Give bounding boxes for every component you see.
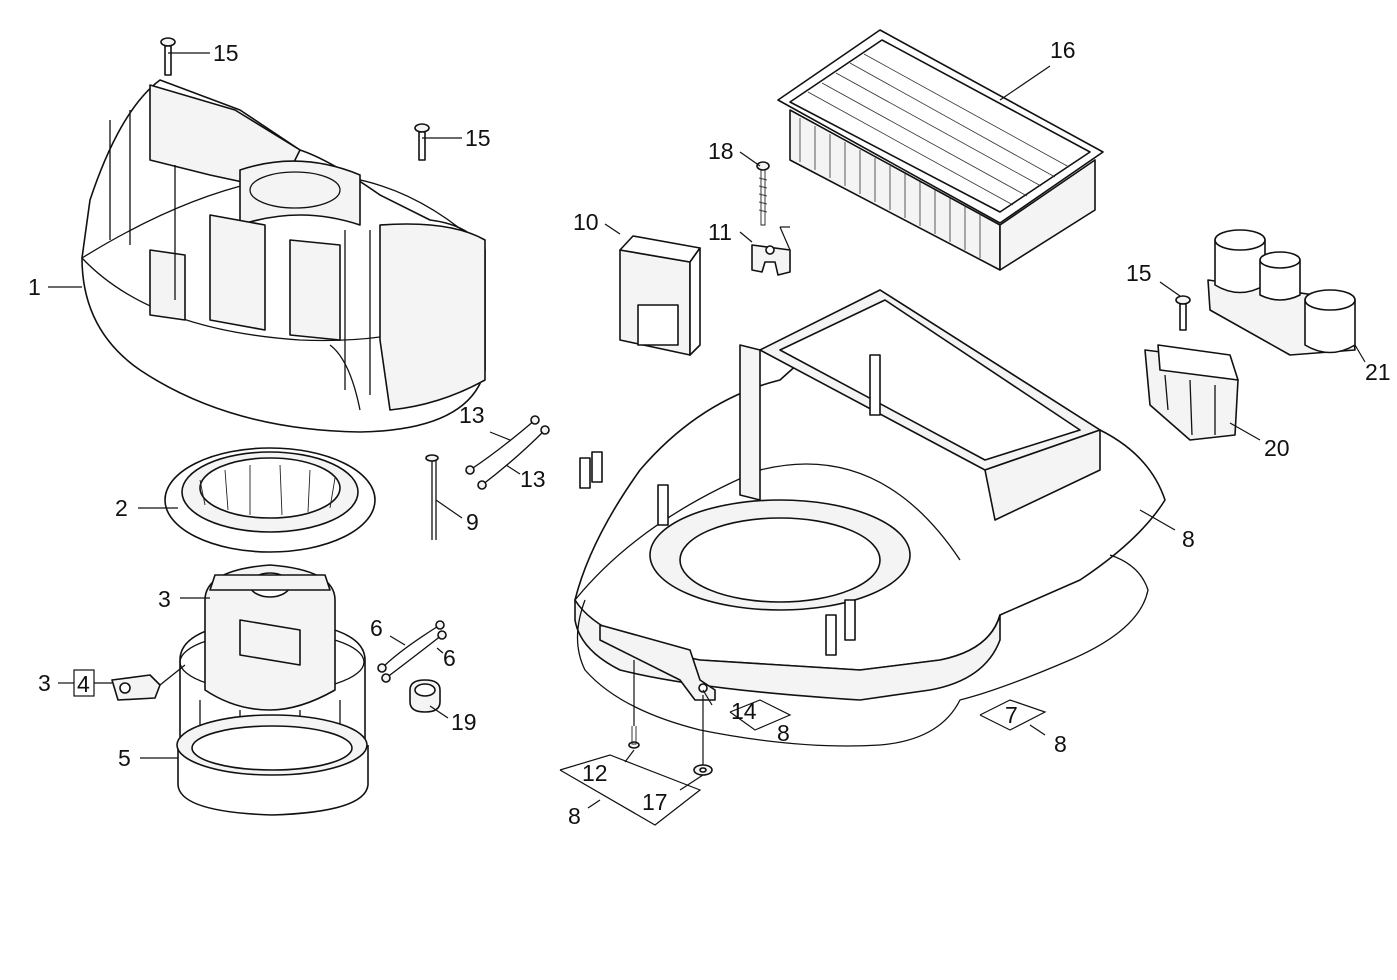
- callout-4: 4: [77, 671, 90, 697]
- part-10-electronics-module: [619, 235, 701, 356]
- part-15-screw-right: [1175, 295, 1191, 331]
- part-5-base-ring: [176, 714, 369, 816]
- part-12-screw: [628, 726, 640, 749]
- part-21-hose-holder: [1207, 229, 1356, 356]
- part-4-connector: [111, 664, 186, 701]
- callout-8-bracket: 8: [777, 720, 790, 746]
- callout-21: 21: [1365, 359, 1391, 385]
- callout-8-housing: 8: [1182, 526, 1195, 552]
- part-14-bracket: [599, 624, 716, 701]
- callout-20: 20: [1264, 435, 1290, 461]
- callout-5: 5: [118, 745, 131, 771]
- callout-2: 2: [115, 495, 128, 521]
- part-9-long-screw: [425, 454, 439, 540]
- part-19-grommet: [409, 679, 441, 713]
- callout-10: 10: [573, 209, 599, 235]
- part-8-container-housing: [574, 289, 1166, 701]
- callout-17: 17: [642, 789, 668, 815]
- part-7-gasket: [576, 554, 1149, 747]
- callout-15-right: 15: [1126, 260, 1152, 286]
- part-15-screw-mid: [414, 123, 430, 161]
- callout-15-mid: 15: [465, 125, 491, 151]
- callout-18: 18: [708, 138, 734, 164]
- part-18-screw: [756, 161, 770, 226]
- callout-12: 12: [582, 760, 608, 786]
- part-16-filter-cartridge: [777, 29, 1104, 271]
- callout-16: 16: [1050, 37, 1076, 63]
- part-20-accessory-holder: [1144, 344, 1239, 441]
- part-2-ring-seal: [164, 447, 376, 553]
- callout-6-right: 6: [443, 645, 456, 671]
- callout-15-top: 15: [213, 40, 239, 66]
- callout-labels: 1 2 3 3 4 5 6 6 7 8 8 8 8 9 10 11 12 13 …: [28, 37, 1391, 829]
- callout-9: 9: [466, 509, 479, 535]
- part-17-washer: [693, 764, 713, 776]
- callout-6-left: 6: [370, 615, 383, 641]
- callout-11: 11: [708, 219, 732, 245]
- callout-19: 19: [451, 709, 477, 735]
- part-15-screw-top: [160, 37, 176, 76]
- part-6-cables: [377, 620, 447, 683]
- callout-3: 3: [158, 586, 171, 612]
- part-11-clamp: [751, 244, 791, 276]
- part-1-motor-head-housing: [81, 79, 486, 433]
- callout-7: 7: [1005, 702, 1018, 728]
- part-13-cables: [465, 415, 550, 490]
- callout-13-bottom: 13: [520, 466, 546, 492]
- callout-8-gasket: 8: [1054, 731, 1067, 757]
- callout-14: 14: [731, 698, 757, 724]
- callout-3-connector: 3: [38, 670, 51, 696]
- callout-8-screw: 8: [568, 803, 581, 829]
- callout-1: 1: [28, 274, 41, 300]
- callout-13-top: 13: [459, 402, 485, 428]
- leader-lines: [48, 52, 1366, 826]
